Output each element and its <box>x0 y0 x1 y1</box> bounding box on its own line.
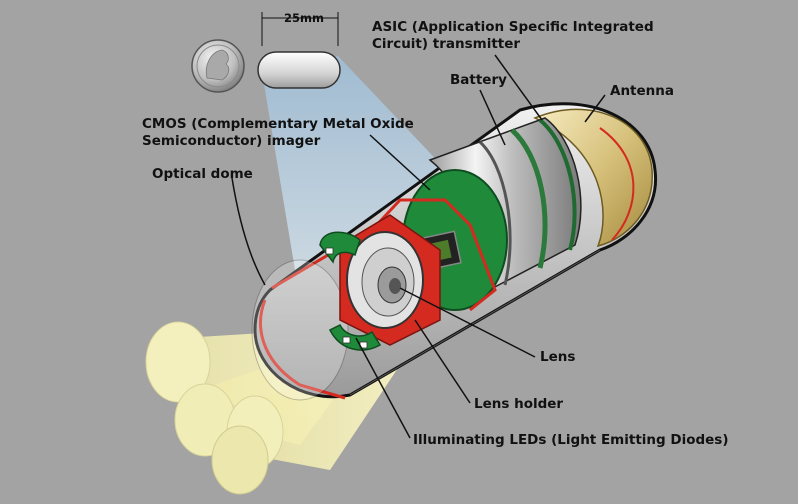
cmos-label-line1: CMOS (Complementary Metal Oxide <box>142 116 414 132</box>
asic-label-line1: ASIC (Application Specific Integrated <box>372 19 654 35</box>
leader-lens <box>399 287 536 358</box>
antenna-label: Antenna <box>610 83 674 99</box>
leds-label: Illuminating LEDs (Light Emitting Diodes… <box>413 432 729 448</box>
cmos-label: CMOS (Complementary Metal Oxide Semicond… <box>142 116 414 150</box>
scale-dimension-label: 25mm <box>284 11 324 25</box>
leader-lines <box>231 54 606 439</box>
antenna-cap <box>533 108 653 248</box>
optical-dome <box>251 259 349 401</box>
lens-label: Lens <box>540 349 576 365</box>
leader-cmos <box>369 134 431 191</box>
leader-asic <box>494 54 543 121</box>
leader-battery <box>479 89 506 146</box>
leader-antenna <box>584 94 606 123</box>
leader-leds <box>355 337 411 439</box>
led-2 <box>342 336 351 344</box>
leader-lens-holder <box>414 319 471 404</box>
leader-optical-dome <box>231 177 266 286</box>
cmos-label-line2: Semiconductor) imager <box>142 133 321 149</box>
asic-label: ASIC (Application Specific Integrated Ci… <box>372 19 654 53</box>
battery-stack <box>428 117 582 302</box>
lens-holder-label: Lens holder <box>474 396 564 412</box>
asic-label-line2: Circuit) transmitter <box>372 36 521 52</box>
scale-capsule <box>257 51 341 89</box>
optical-dome-label: Optical dome <box>152 166 253 182</box>
lens-holder-assembly <box>339 214 441 346</box>
lens <box>389 278 401 294</box>
battery-label: Battery <box>450 72 507 88</box>
dime-coin <box>191 39 245 93</box>
led-1 <box>325 247 334 255</box>
